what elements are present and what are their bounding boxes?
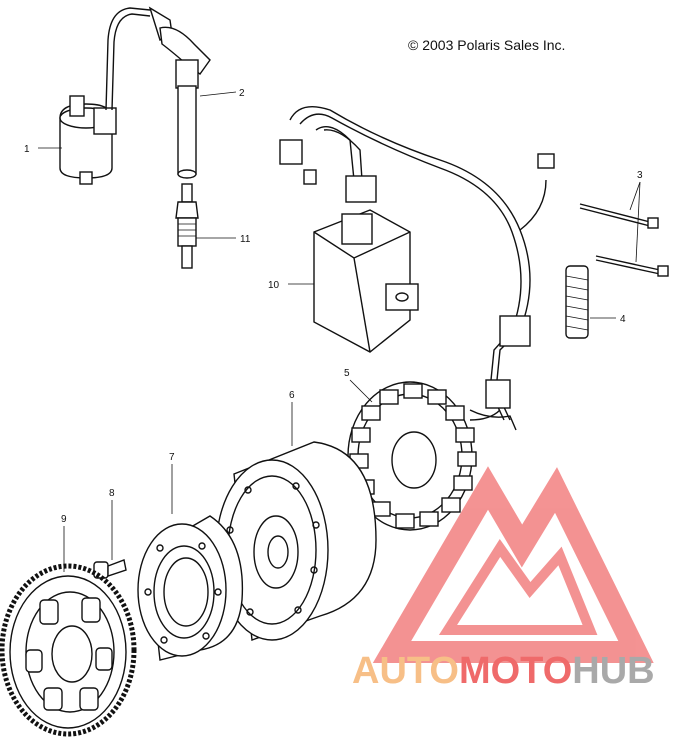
callout-4: 4 bbox=[620, 314, 626, 325]
wiring-harness bbox=[279, 106, 555, 431]
spark-plug bbox=[175, 183, 199, 269]
callout-2: 2 bbox=[239, 88, 245, 99]
starter-clutch bbox=[137, 515, 244, 661]
callout-3: 3 bbox=[637, 170, 643, 181]
watermark-logo bbox=[372, 466, 654, 663]
watermark-hub: HUB bbox=[572, 650, 655, 692]
cdi-box bbox=[313, 209, 419, 353]
callout-9: 9 bbox=[61, 514, 67, 525]
wire-ties bbox=[579, 203, 669, 277]
copyright-notice: © 2003 Polaris Sales Inc. bbox=[408, 37, 566, 53]
callout-7: 7 bbox=[169, 452, 175, 463]
starter-gear bbox=[0, 563, 137, 737]
callout-1: 1 bbox=[24, 144, 30, 155]
ignition-coil bbox=[59, 7, 151, 185]
flywheel bbox=[215, 441, 377, 641]
spark-plug-boot bbox=[148, 6, 211, 179]
callout-10: 10 bbox=[268, 280, 280, 291]
callout-8: 8 bbox=[109, 488, 115, 499]
callout-6: 6 bbox=[289, 390, 295, 401]
callout-5: 5 bbox=[344, 368, 350, 379]
watermark-moto: MOTO bbox=[458, 650, 573, 692]
bolt bbox=[93, 559, 127, 579]
watermark-text: AUTOMOTOHUB bbox=[352, 650, 655, 693]
callout-11: 11 bbox=[240, 234, 251, 245]
leader-lines bbox=[38, 91, 641, 572]
grommet bbox=[565, 265, 589, 339]
watermark-auto: AUTO bbox=[352, 650, 459, 692]
